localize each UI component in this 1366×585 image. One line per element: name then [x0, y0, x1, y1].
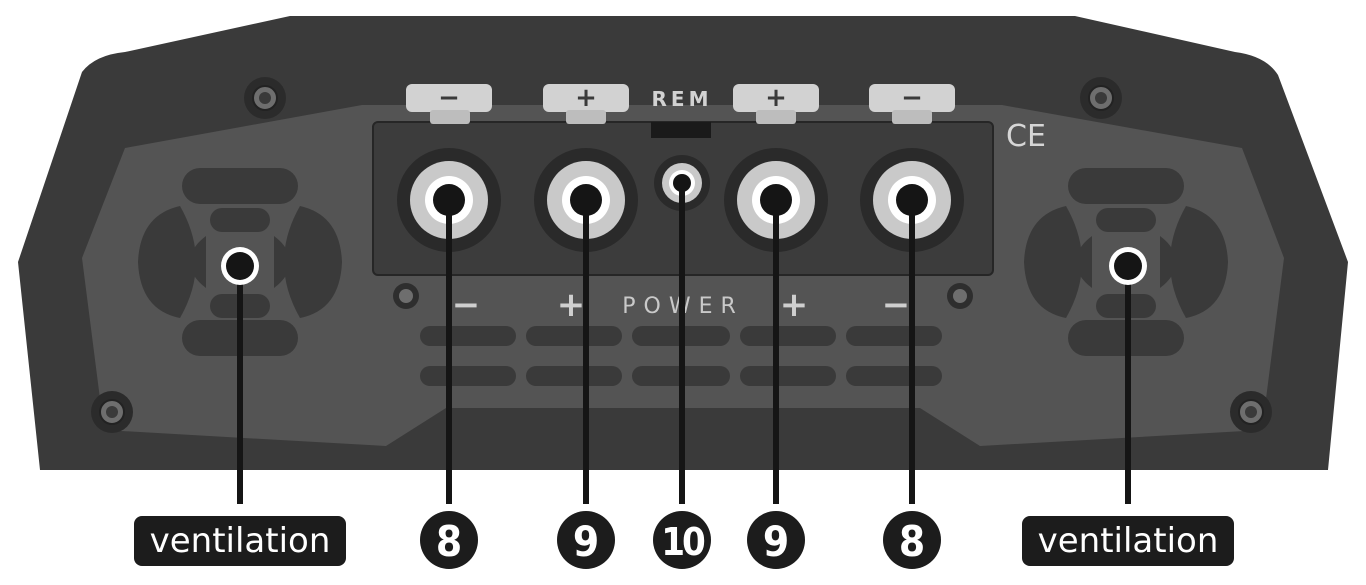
ce-mark: CE — [1006, 119, 1046, 154]
callout-text: 8 — [436, 517, 462, 566]
tab-sign: + — [765, 83, 787, 113]
callout-9-left: 9 — [557, 511, 615, 569]
callout-text: ventilation — [150, 521, 331, 561]
rem-label: REM — [652, 87, 713, 111]
screw-panel-left — [393, 283, 419, 309]
callout-8-right: 8 — [883, 511, 941, 569]
power-sign-positive-right: + — [780, 285, 809, 325]
tab-sign: + — [575, 83, 597, 113]
power-sign-positive-left: + — [557, 285, 586, 325]
callout-8-left: 8 — [420, 511, 478, 569]
callout-text: 10 — [661, 520, 705, 564]
lower-vent-slots — [420, 326, 942, 386]
top-tab-1: − — [406, 83, 492, 124]
top-tab-3: + — [733, 83, 819, 124]
vent-marker-left — [221, 247, 259, 285]
screw-top-right — [1080, 77, 1122, 119]
vent-marker-right — [1109, 247, 1147, 285]
screw-panel-right — [947, 283, 973, 309]
leader-lines — [237, 183, 1131, 504]
screw-bottom-left — [91, 391, 133, 433]
screw-top-left — [244, 77, 286, 119]
callout-text: 9 — [573, 517, 599, 566]
callout-text: 8 — [899, 517, 925, 566]
callout-10: 10 — [653, 511, 711, 569]
screw-bottom-right — [1230, 391, 1272, 433]
top-tab-2: + — [543, 83, 629, 124]
power-sign-negative-right: − — [882, 285, 911, 325]
callout-ventilation-left: ventilation — [134, 516, 346, 566]
callout-ventilation-right: ventilation — [1022, 516, 1234, 566]
callout-text: 9 — [763, 517, 789, 566]
tab-sign: − — [901, 83, 923, 113]
callout-9-right: 9 — [747, 511, 805, 569]
top-tab-4: − — [869, 83, 955, 124]
tab-sign: − — [438, 83, 460, 113]
rem-tab-slot — [651, 122, 711, 138]
power-sign-negative-left: − — [452, 285, 481, 325]
callout-text: ventilation — [1038, 521, 1219, 561]
